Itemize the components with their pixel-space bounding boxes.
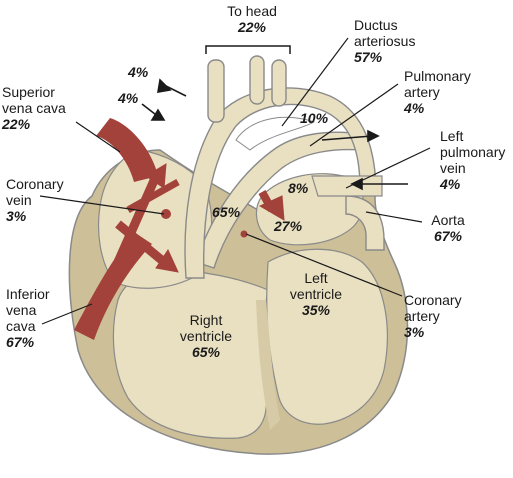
coronary-artery-dot — [240, 230, 248, 238]
coronary-vein-line1: Coronary — [6, 176, 64, 192]
coronary-vein-value: 3% — [6, 208, 27, 224]
superior-vena-cava — [96, 118, 158, 182]
descending-aorta — [345, 195, 385, 251]
label-coronary-vein: Coronary vein 3% — [6, 176, 64, 224]
label-inferior-vena-cava: Inferior vena cava 67% — [6, 286, 50, 350]
left-ventricle-line2: ventricle — [289, 286, 343, 302]
label-left-ventricle: Left ventricle 35% — [280, 270, 352, 318]
head-vessel-1 — [207, 59, 225, 123]
venous-flow-arrows — [113, 163, 285, 273]
left-pulmonary-vein — [311, 175, 383, 197]
right-ventricle-line2: ventricle — [179, 328, 233, 344]
leader-lines — [39, 37, 431, 325]
ivc-value: 67% — [6, 334, 35, 350]
pulmonary-artery-value: 4% — [404, 100, 425, 116]
pulmonary-artery-line2: artery — [404, 84, 440, 100]
right-ventricle-value: 65% — [191, 344, 221, 360]
right-ventricle-line1: Right — [189, 312, 223, 328]
inferior-vena-cava — [74, 232, 152, 340]
foramen-flow-value: 27% — [274, 218, 303, 234]
coronary-vein-line2: vein — [6, 192, 32, 208]
ivc-line2: vena — [6, 302, 37, 318]
arch-lumen — [235, 116, 316, 151]
coronary-artery-line1: Coronary — [404, 292, 462, 308]
head-vessel-3 — [271, 59, 287, 107]
head-branch-lower-value: 4% — [118, 90, 139, 106]
ductus-value: 57% — [354, 49, 383, 65]
left-ventricle-line1: Left — [304, 270, 328, 286]
label-to-head: To head 22% — [222, 3, 282, 35]
ivc-line3: cava — [6, 318, 36, 334]
ductus-flow-value: 10% — [300, 110, 329, 126]
coronary-vein-dot — [161, 209, 171, 219]
left-pulmonary-vein-line1: Left — [440, 128, 464, 144]
head-bracket — [205, 45, 291, 54]
svc-value: 22% — [2, 116, 31, 132]
left-ventricle-chamber — [266, 248, 388, 425]
to-head-value: 22% — [237, 19, 267, 35]
aorta-name: Aorta — [431, 212, 465, 228]
coronary-artery-line2: artery — [404, 308, 440, 324]
aorta-value: 67% — [433, 228, 463, 244]
ivc-line1: Inferior — [6, 286, 50, 302]
left-pulmonary-vein-line3: vein — [440, 160, 466, 176]
label-ductus-arteriosus: Ductus arteriosus 57% — [354, 17, 415, 65]
ductus-line1: Ductus — [354, 17, 398, 33]
svc-line2: vena cava — [2, 100, 66, 116]
to-head-name: To head — [227, 3, 277, 19]
left-pulmonary-vein-value: 4% — [440, 176, 461, 192]
left-atrium-value: 8% — [288, 180, 309, 196]
left-ventricle-value: 35% — [301, 302, 331, 318]
label-aorta: Aorta 67% — [420, 212, 476, 244]
label-left-pulmonary-vein: Left pulmonary vein 4% — [440, 128, 505, 192]
label-superior-vena-cava: Superior vena cava 22% — [2, 84, 66, 132]
ductus-line2: arteriosus — [354, 33, 416, 49]
head-vessel-2 — [249, 55, 265, 105]
label-coronary-artery: Coronary artery 3% — [404, 292, 462, 340]
left-pulmonary-vein-line2: pulmonary — [440, 144, 506, 160]
label-pulmonary-artery: Pulmonary artery 4% — [404, 68, 471, 116]
septum — [256, 300, 280, 430]
svc-line1: Superior — [2, 84, 55, 100]
head-branch-upper-value: 4% — [128, 64, 149, 80]
pulmonary-artery-line1: Pulmonary — [404, 68, 471, 84]
right-atrium-value: 65% — [212, 204, 241, 220]
label-right-ventricle: Right ventricle 65% — [168, 312, 244, 360]
coronary-artery-value: 3% — [404, 324, 425, 340]
